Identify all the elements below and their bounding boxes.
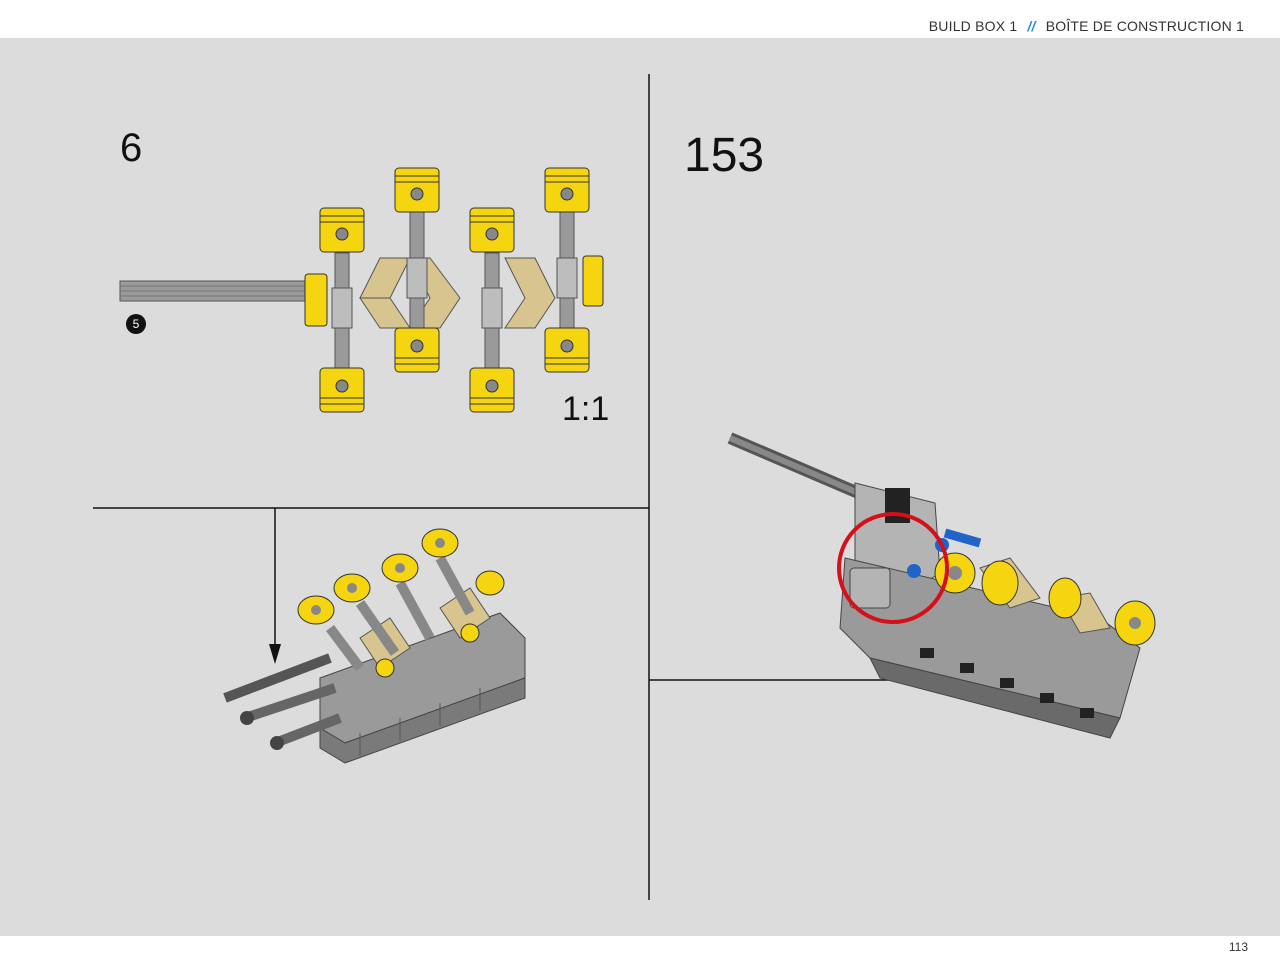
page-header: BUILD BOX 1 // BOÎTE DE CONSTRUCTION 1 [0, 0, 1280, 38]
main-engine-assembly [727, 432, 1156, 739]
instruction-canvas: 6 5 1:1 153 [0, 38, 1280, 936]
callout-badge: 5 [126, 314, 146, 334]
scale-indicator: 1:1 [562, 390, 610, 428]
header-title-fr: BOÎTE DE CONSTRUCTION 1 [1045, 18, 1244, 34]
down-arrow-icon [269, 508, 281, 664]
page-number: 113 [1228, 940, 1248, 954]
engine-block-assembly [223, 528, 526, 764]
header-separator: // [1027, 18, 1036, 34]
header-title-en: BUILD BOX 1 [928, 18, 1018, 34]
header-title: BUILD BOX 1 // BOÎTE DE CONSTRUCTION 1 [929, 18, 1244, 34]
instruction-illustration [93, 74, 1156, 900]
submodel-step-number: 6 [120, 126, 143, 170]
page-footer: 113 [0, 936, 1280, 974]
crankshaft-topview [119, 167, 604, 413]
main-step-number: 153 [684, 129, 765, 182]
highlight-circle [837, 512, 949, 624]
